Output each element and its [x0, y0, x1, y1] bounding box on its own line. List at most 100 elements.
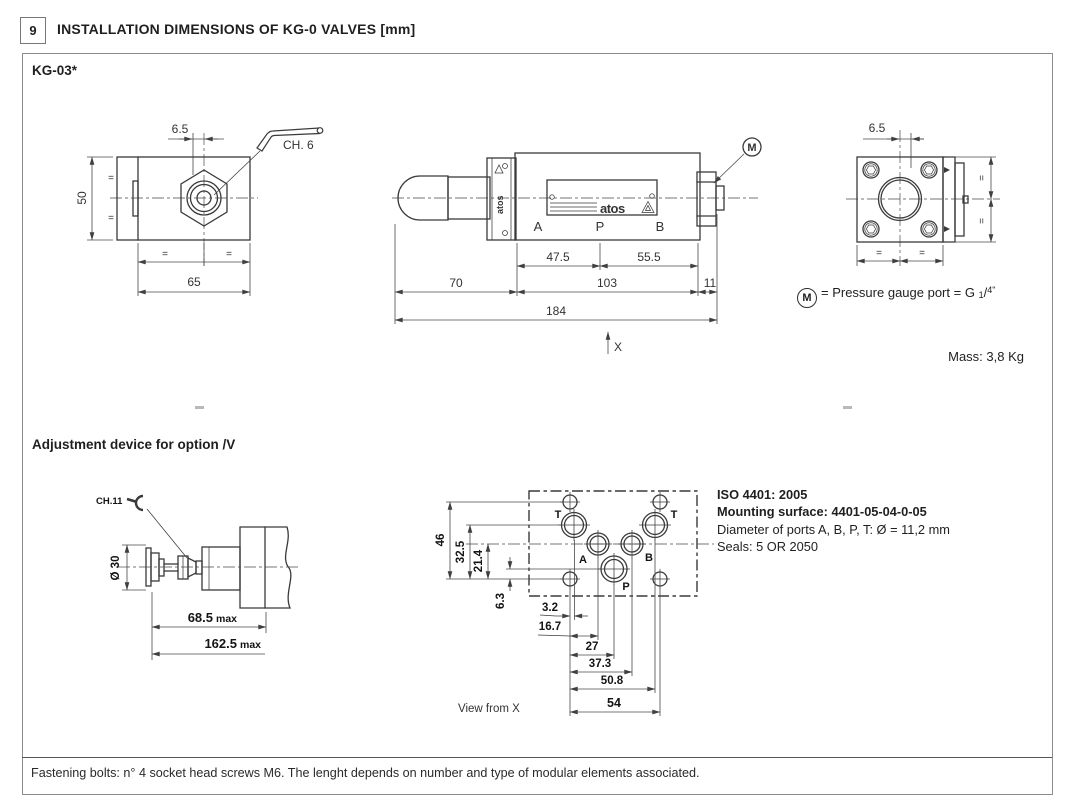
- model-label: KG-03*: [32, 63, 78, 78]
- mounting-bolt-holes: [560, 492, 670, 589]
- port-a-label: A: [534, 219, 543, 234]
- view-from-x-label: View from X: [458, 703, 520, 715]
- adj-wrench-label: CH.11: [96, 496, 123, 507]
- mounting-horizontal-dims: 3.2 16.7 27 37.3 50.8 54: [537, 539, 661, 716]
- adjustment-title: Adjustment device for option /V: [32, 437, 236, 452]
- mounting-surface-outline: [528, 490, 698, 597]
- svg-text:6.5: 6.5: [172, 122, 189, 136]
- gauge-marker-letter: M: [747, 142, 756, 154]
- svg-text:68.5: 68.5: [188, 610, 213, 625]
- rear-dim-offset: 6.5: [863, 121, 924, 142]
- svg-text:6.3: 6.3: [495, 593, 507, 609]
- svg-text:=: =: [162, 249, 168, 260]
- svg-text:103: 103: [597, 276, 617, 290]
- svg-text:162.5: 162.5: [204, 636, 237, 651]
- svg-text:=: =: [108, 213, 114, 224]
- brand-vertical: atos: [495, 195, 505, 214]
- mass-note: Mass: 3,8 Kg: [948, 349, 1024, 364]
- valve-body-front: [116, 156, 251, 241]
- svg-text:11: 11: [704, 276, 717, 290]
- front-dim-width: = = 65: [137, 243, 251, 296]
- svg-text:32.5: 32.5: [455, 540, 467, 563]
- mount-port-p: P: [622, 581, 629, 593]
- mount-port-a: A: [579, 554, 587, 566]
- scan-artifact: [843, 406, 852, 409]
- front-dim-height: 50 = =: [75, 156, 114, 241]
- mounting-surface-drawing: T T A B P 46 32.5 21.4 6.3: [435, 490, 714, 716]
- gauge-port-fitting: [696, 171, 725, 227]
- svg-text:54: 54: [607, 696, 621, 710]
- axis-x-label: X: [614, 340, 622, 354]
- port-b-label: B: [656, 219, 665, 234]
- nameplate: atos: [546, 179, 658, 216]
- svg-text:=: =: [108, 173, 114, 184]
- svg-text:max: max: [216, 613, 237, 625]
- gauge-marker-badge: M: [797, 288, 817, 308]
- front-view-drawing: 6.5 50 = = = = 65: [75, 122, 324, 296]
- iso-standard: ISO 4401: 2005: [717, 487, 808, 502]
- coil-plate: [486, 157, 517, 241]
- brand-logo: atos: [600, 201, 625, 216]
- rear-view-drawing: 6.5 = = = =: [846, 121, 1000, 266]
- svg-text:=: =: [226, 249, 232, 260]
- mounting-ports: [558, 509, 671, 585]
- svg-text:65: 65: [187, 275, 201, 289]
- mount-port-t1: T: [555, 509, 562, 521]
- front-wrench-label: CH. 6: [283, 138, 314, 152]
- svg-text:37.3: 37.3: [589, 658, 611, 670]
- svg-text:3.2: 3.2: [542, 602, 558, 614]
- svg-text:=: =: [876, 248, 882, 259]
- atos-triangle-logo: [641, 200, 655, 213]
- svg-text:=: =: [977, 218, 988, 224]
- iso-spec-block: ISO 4401: 2005 Mounting surface: 4401-05…: [717, 486, 950, 555]
- gauge-port-note: M= Pressure gauge port = G 1/4": [797, 285, 995, 308]
- rear-equal-dims-bottom: = =: [856, 245, 944, 266]
- adjustment-screw: [145, 547, 203, 587]
- valve-block-broken: [239, 526, 292, 609]
- allen-key-icon: [213, 127, 324, 196]
- svg-text:70: 70: [449, 276, 463, 290]
- fastening-bolts-note: Fastening bolts: n° 4 socket head screws…: [31, 766, 700, 780]
- mounting-vertical-dims: 46 32.5 21.4 6.3: [435, 501, 601, 609]
- svg-text:21.4: 21.4: [473, 549, 485, 572]
- content-frame: [22, 53, 1053, 795]
- svg-text:184: 184: [546, 304, 566, 318]
- side-dimensions: 47.5 55.5 70 103 11 184 X: [394, 214, 718, 354]
- svg-text:6.5: 6.5: [869, 121, 886, 135]
- gauge-marker-circle: [742, 137, 762, 157]
- mount-port-t2: T: [671, 509, 678, 521]
- svg-text:Ø 30: Ø 30: [110, 556, 122, 581]
- iso-seals: Seals: 5 OR 2050: [717, 538, 819, 554]
- svg-text:55.5: 55.5: [637, 250, 661, 264]
- hex-nut: [180, 169, 228, 227]
- rear-equal-dims-right: = =: [946, 156, 996, 243]
- section-number: 9: [20, 17, 46, 44]
- adjustment-device-drawing: CH.11: [96, 494, 298, 660]
- svg-text:47.5: 47.5: [546, 250, 570, 264]
- iso-port-diameter: Diameter of ports A, B, P, T: Ø = 11,2 m…: [717, 521, 950, 537]
- atos-triangle-logo: [494, 164, 504, 174]
- adj-dim-diameter: Ø 30: [110, 544, 146, 591]
- svg-text:27: 27: [586, 641, 599, 653]
- open-wrench-icon: [126, 494, 144, 512]
- flange-bolts: [862, 161, 938, 238]
- svg-text:46: 46: [435, 534, 447, 547]
- svg-text:16.7: 16.7: [539, 621, 561, 633]
- solenoid-tube: [447, 176, 491, 220]
- port-p-label: P: [596, 219, 605, 234]
- valve-body-side: [514, 152, 701, 241]
- svg-text:50: 50: [75, 191, 89, 205]
- scan-artifact: [195, 406, 204, 409]
- page-title: INSTALLATION DIMENSIONS OF KG-0 VALVES […: [57, 21, 416, 37]
- svg-text:=: =: [977, 175, 988, 181]
- footer-divider: [22, 757, 1052, 758]
- svg-text:50.8: 50.8: [601, 675, 624, 687]
- solenoid-cap: [397, 175, 449, 221]
- svg-text:=: =: [919, 248, 925, 259]
- iso-mounting-surface: Mounting surface: 4401-05-04-0-05: [717, 504, 927, 520]
- side-view-drawing: atos atos A P B: [392, 137, 762, 354]
- svg-text:max: max: [240, 639, 261, 651]
- front-dim-offset: 6.5: [168, 122, 224, 142]
